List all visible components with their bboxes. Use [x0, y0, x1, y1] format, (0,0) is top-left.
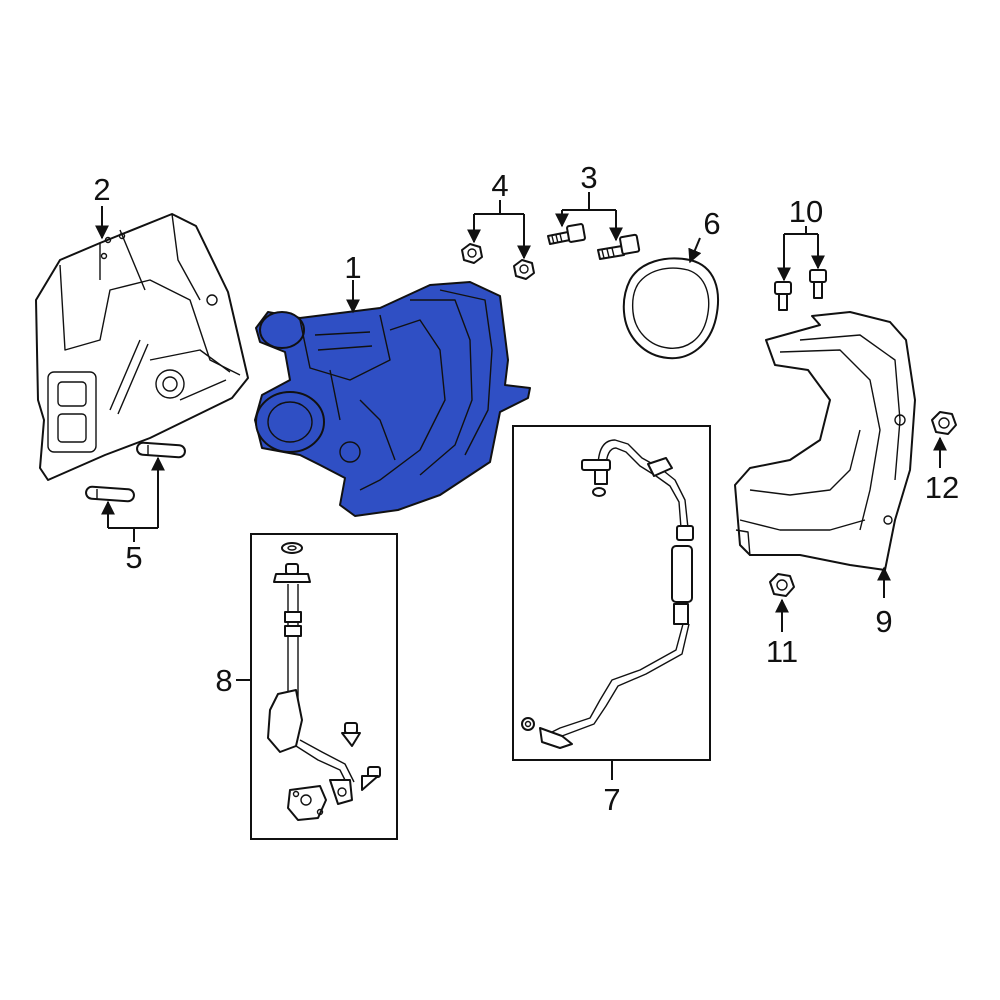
- callout-2: 2: [93, 172, 110, 207]
- callout-12: 12: [925, 470, 959, 505]
- bolts-part-3: [547, 223, 641, 260]
- callout-11: 11: [766, 634, 798, 669]
- leader-lines: [95, 192, 947, 780]
- bolts-part-10: [774, 269, 827, 311]
- callout-8: 8: [215, 663, 232, 698]
- dowel-pins: [85, 441, 186, 503]
- turbocharger-highlighted: [254, 281, 531, 517]
- inset-box-part-8: [250, 533, 398, 840]
- callout-1: 1: [344, 250, 361, 285]
- oil-line-part-7: [521, 439, 694, 749]
- callout-4: 4: [491, 168, 508, 203]
- gasket-ring: [622, 257, 720, 360]
- callout-labels: 1 2 3 4 5 6 7 8 9 10 11 12: [93, 160, 959, 817]
- callout-5: 5: [125, 540, 142, 575]
- heat-shield-right: [734, 311, 916, 571]
- nut-part-11: [769, 573, 795, 597]
- callout-10: 10: [789, 194, 823, 229]
- callout-9: 9: [875, 604, 892, 639]
- oil-line-part-8: [267, 542, 381, 821]
- heat-shield-left: [35, 213, 249, 481]
- callout-7: 7: [603, 782, 620, 817]
- nut-part-12: [931, 411, 957, 435]
- callout-3: 3: [580, 160, 597, 195]
- callout-6: 6: [703, 206, 720, 241]
- nuts-part-4: [461, 243, 535, 280]
